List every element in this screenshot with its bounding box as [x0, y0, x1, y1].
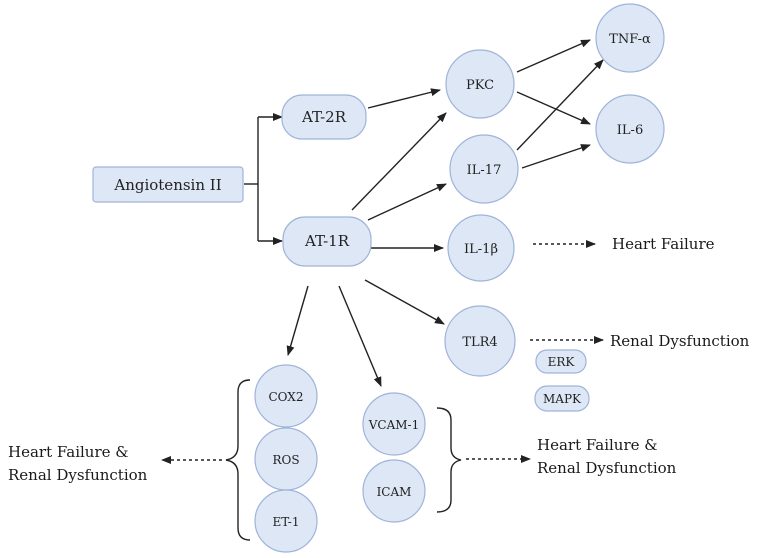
tnf-label: TNF-α: [609, 32, 651, 47]
et1-node: [254, 489, 318, 553]
angiotensin-node: [92, 166, 244, 203]
il1b-label: IL-1β: [464, 242, 498, 257]
at1r-node: [282, 216, 372, 267]
mapk-label: MAPK: [543, 392, 582, 406]
il17-node: [449, 134, 519, 204]
pkc-node: [445, 49, 515, 119]
right-combined-line2: Renal Dysfunction: [537, 459, 677, 477]
at2r-label: AT-2R: [301, 108, 347, 126]
icam-node: [362, 459, 426, 523]
at1r-label: AT-1R: [304, 232, 350, 250]
arrow-pkc-il6: [516, 91, 591, 125]
vcam-node: [362, 392, 426, 456]
left-combined-line2: Renal Dysfunction: [8, 466, 148, 484]
arrow-at1r-cox2: [286, 285, 309, 356]
erk-node: [535, 349, 587, 374]
heart-failure-label: Heart Failure: [612, 235, 715, 253]
arrow-at1r-tlr4: [364, 279, 445, 325]
arrow-at1r-il17: [367, 183, 447, 221]
renal-dysfunction-label: Renal Dysfunction: [610, 332, 750, 350]
angiotensin-label: Angiotensin II: [113, 176, 221, 194]
arrow-il17-il6: [521, 144, 591, 169]
il17-label: IL-17: [467, 163, 502, 178]
arrow-il17-tnf: [516, 59, 604, 151]
cox2-node: [254, 364, 318, 428]
tnf-node: [595, 3, 665, 73]
pkc-label: PKC: [466, 78, 494, 93]
mapk-node: [534, 385, 590, 412]
right-combined-line1: Heart Failure &: [537, 436, 658, 454]
at2r-node: [281, 94, 367, 140]
il1b-node: [447, 214, 515, 282]
arrow-at2r-pkc: [367, 88, 441, 109]
right-brace: [436, 407, 462, 513]
tlr4-node: [444, 305, 516, 377]
nodes: Angiotensin II AT-2R AT-1R PKC TNF-α IL-…: [92, 3, 665, 553]
arrow-at1r-vcam: [338, 285, 382, 387]
connectors: [161, 39, 604, 541]
left-brace: [225, 379, 251, 541]
ros-label: ROS: [272, 453, 299, 467]
arrow-pkc-tnf: [516, 39, 591, 73]
il6-node: [595, 94, 665, 164]
outcomes: Heart Failure Renal Dysfunction Heart Fa…: [8, 235, 750, 484]
cox2-label: COX2: [269, 390, 304, 404]
tlr4-label: TLR4: [462, 335, 497, 350]
erk-label: ERK: [548, 355, 576, 369]
left-combined-line1: Heart Failure &: [8, 443, 129, 461]
arrow-at1r-pkc: [351, 112, 447, 211]
vcam-label: VCAM-1: [368, 418, 420, 432]
icam-label: ICAM: [377, 485, 412, 499]
et1-label: ET-1: [273, 515, 300, 529]
il6-label: IL-6: [617, 123, 643, 138]
